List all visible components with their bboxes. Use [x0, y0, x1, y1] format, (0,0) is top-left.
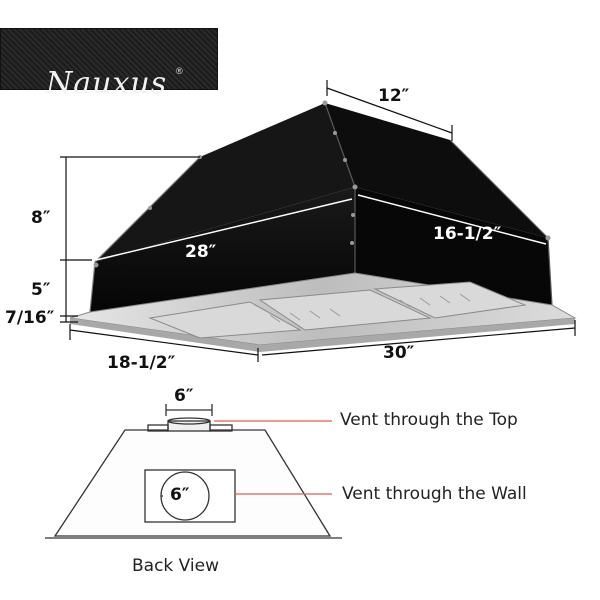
- brand-name: Nauxus: [46, 66, 168, 101]
- front-width-line: [95, 198, 353, 261]
- baffle-filters: [148, 281, 527, 339]
- hood-front-lower: [90, 187, 355, 312]
- top-vent-size-label: 6″: [174, 386, 194, 406]
- height-upper-label: 8″: [31, 208, 51, 228]
- back-view-caption: Back View: [132, 556, 220, 576]
- brand-logo: Nauxus ®: [0, 28, 218, 101]
- side-depth-label: 16-1/2″: [433, 224, 502, 244]
- hood-edge-lines: [89, 156, 201, 313]
- edge-thickness-label: 7/16″: [5, 308, 55, 328]
- bottom-width-label: 30″: [383, 343, 415, 363]
- vent-top-callout: Vent through the Top: [340, 410, 518, 430]
- hood-top-front: [95, 103, 355, 262]
- vent-wall-callout: Vent through the Wall: [342, 484, 527, 504]
- hood-side-lower: [355, 187, 552, 305]
- top-depth-label: 12″: [378, 86, 410, 106]
- hood-top-right: [325, 103, 548, 238]
- hood-rivets: [93, 100, 551, 268]
- registered-mark: ®: [176, 66, 183, 76]
- dimension-lines: [60, 80, 576, 362]
- bottom-depth-label: 18-1/2″: [107, 353, 176, 373]
- front-width-label: 28″: [185, 242, 217, 262]
- wall-vent-size-label: 6″: [170, 485, 190, 505]
- height-lower-label: 5″: [31, 280, 51, 300]
- back-view-drawing: [45, 404, 342, 539]
- side-depth-line: [357, 194, 547, 245]
- callout-lines: [214, 420, 332, 495]
